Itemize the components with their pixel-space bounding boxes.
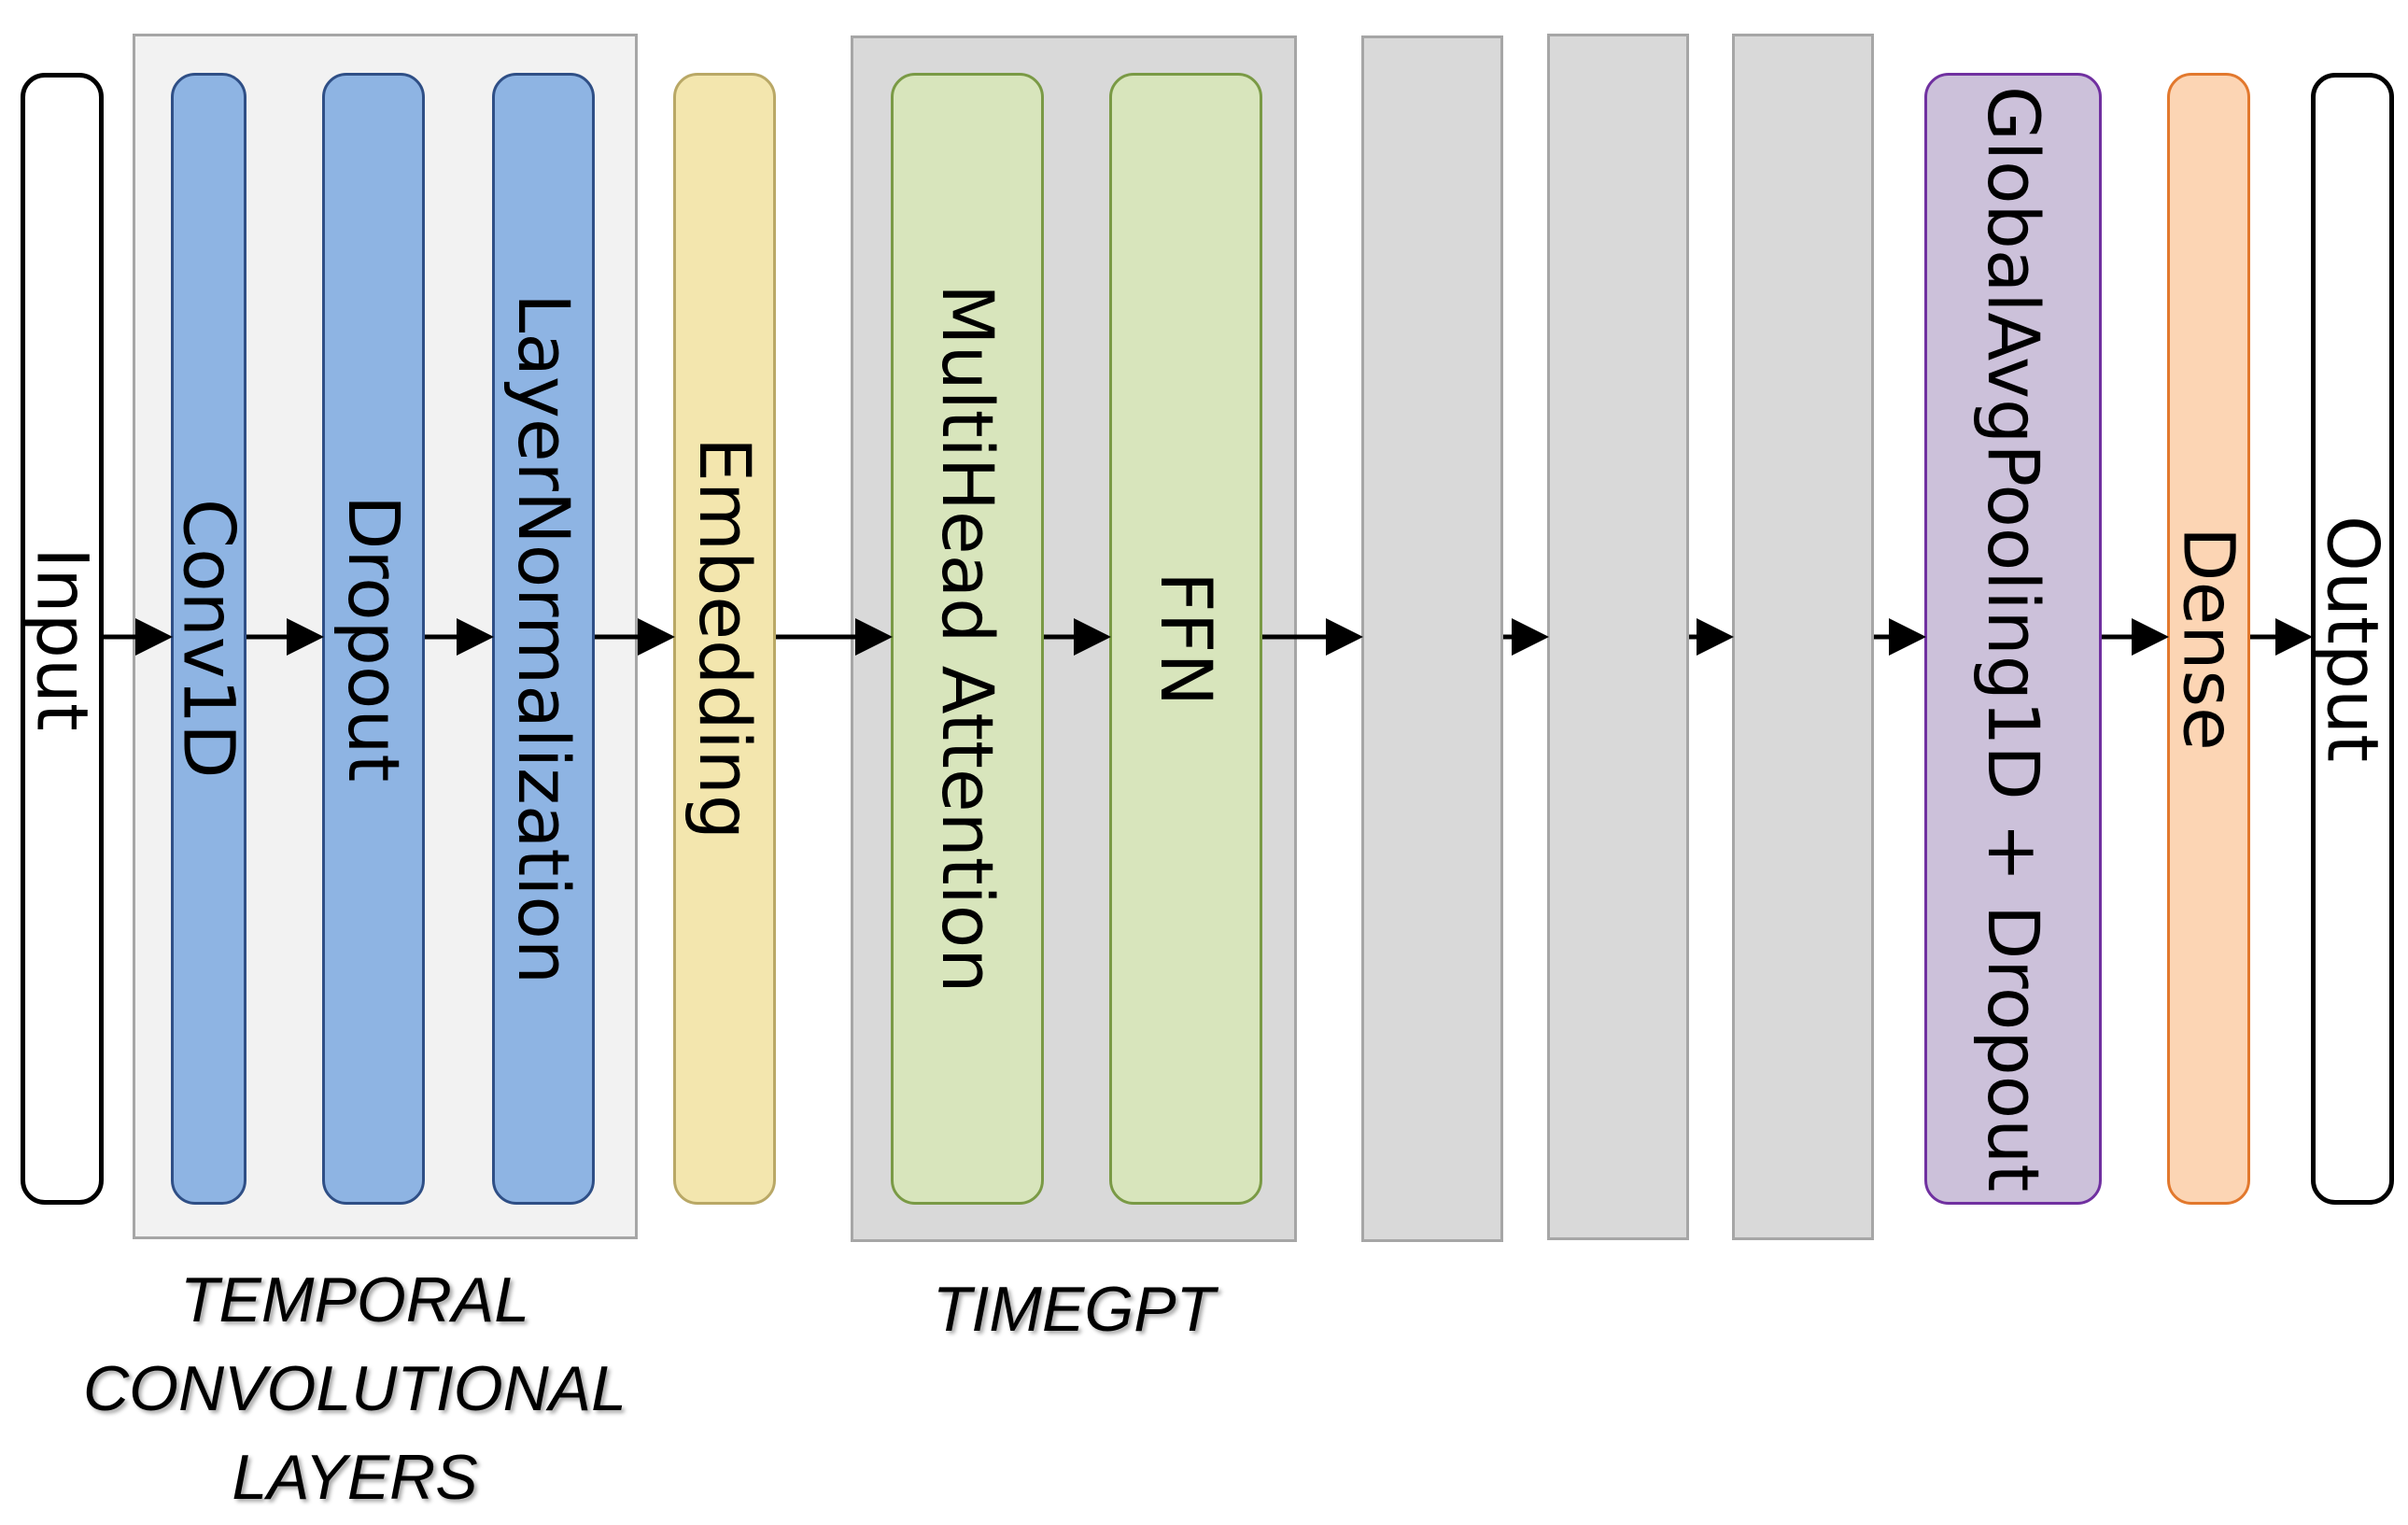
transformer-block-placeholder-2 xyxy=(1547,34,1689,1240)
dropout-label: Dropout xyxy=(332,495,415,783)
timegpt-caption-text: TIMEGPT xyxy=(932,1274,1216,1345)
dropout-layer: Dropout xyxy=(322,73,425,1205)
transformer-block-placeholder-3 xyxy=(1732,34,1874,1240)
temporal-conv-caption-line2: CONVOLUTIONAL xyxy=(83,1353,627,1425)
dense-layer: Dense xyxy=(2167,73,2251,1205)
timegpt-caption: TIMEGPT xyxy=(851,1265,1297,1354)
ffn-label: FFN xyxy=(1145,571,1228,707)
temporal-conv-caption: TEMPORAL CONVOLUTIONAL LAYERS xyxy=(37,1256,672,1523)
multihead-attention-label: MultiHead Attention xyxy=(926,284,1009,994)
ffn-layer: FFN xyxy=(1109,73,1262,1205)
multihead-attention-layer: MultiHead Attention xyxy=(891,73,1044,1205)
input-layer: Input xyxy=(21,73,105,1205)
transformer-block-placeholder-1 xyxy=(1361,35,1503,1242)
conv1d-layer: Conv1D xyxy=(167,73,251,1205)
layer-normalization-label: LayerNormalization xyxy=(502,292,585,985)
global-avg-pooling-layer: GlobalAvgPooling1D + Dropout xyxy=(1924,73,2102,1205)
dense-label: Dense xyxy=(2167,527,2251,751)
layer-normalization-layer: LayerNormalization xyxy=(492,73,595,1205)
temporal-conv-caption-line1: TEMPORAL xyxy=(179,1264,530,1335)
embedding-label: Embedding xyxy=(683,437,767,840)
embedding-layer: Embedding xyxy=(673,73,776,1205)
output-layer: Output xyxy=(2311,73,2395,1205)
temporal-conv-caption-line3: LAYERS xyxy=(232,1442,478,1514)
input-label: Input xyxy=(21,546,105,731)
output-label: Output xyxy=(2311,515,2395,762)
conv1d-label: Conv1D xyxy=(167,499,251,779)
global-avg-pooling-label: GlobalAvgPooling1D + Dropout xyxy=(1972,85,2055,1193)
